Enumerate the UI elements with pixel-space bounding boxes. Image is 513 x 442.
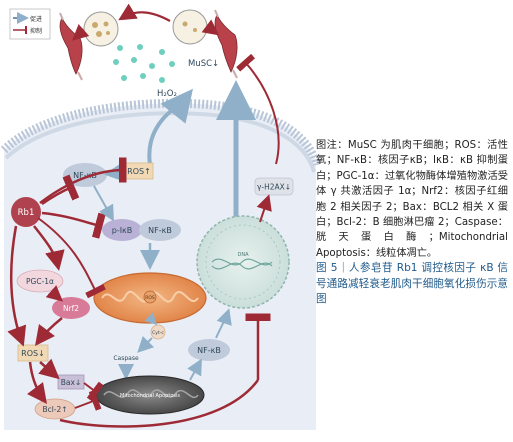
nfkb-mid-node: NF-κB xyxy=(139,219,181,241)
svg-text:NF-κB: NF-κB xyxy=(197,346,221,355)
svg-text:PGC-1α: PGC-1α xyxy=(26,277,54,286)
caspase-label: Caspase xyxy=(113,355,139,362)
cytc-node: Cyt-c xyxy=(150,324,166,340)
nfkb-nucleus-node: NF-κB xyxy=(188,339,230,361)
arrow-membrane-to-musc xyxy=(147,88,193,166)
arrow-mito-to-cytc xyxy=(144,312,158,326)
arrow-pgc-to-nrf2 xyxy=(45,285,64,302)
svg-text:ROS↓: ROS↓ xyxy=(21,349,45,358)
stem-cell-dish-left-icon xyxy=(83,11,119,47)
bax-node: Bax↓ xyxy=(57,374,85,390)
arrow-cytc-to-caspase xyxy=(137,335,155,353)
nrf2-node: Nrf2 xyxy=(52,297,90,319)
arrow-rb1-to-pgc xyxy=(33,225,65,271)
svg-text:Rb1: Rb1 xyxy=(18,208,35,218)
inhibit-rb1-to-mito xyxy=(37,217,106,299)
inhibit-rb1-to-nfkb xyxy=(41,174,80,206)
arrow-rb1-to-ros-down xyxy=(7,225,27,347)
arrow-dish-to-muscle-left xyxy=(72,24,90,41)
svg-text:Cyt-c: Cyt-c xyxy=(152,330,164,336)
h2o2-particles xyxy=(113,44,175,83)
svg-text:γ-H2AX↓: γ-H2AX↓ xyxy=(257,183,291,192)
caption-figure-title: 图 5｜人参皂苷 Rb1 调控核因子 κB 信号通路减轻衰老肌肉干细胞氧化损伤示… xyxy=(316,262,508,306)
svg-text:ROS↑: ROS↑ xyxy=(127,167,151,176)
arrow-nrf2-to-ros xyxy=(34,317,63,346)
h2o2-label: H₂O₂ xyxy=(157,89,177,99)
svg-text:NF-κB: NF-κB xyxy=(148,226,172,235)
caption-body: 图注：MuSC 为肌肉干细胞；ROS：活性氧；NF-κB：核因子κB；IκB：κ… xyxy=(316,140,508,259)
inhibit-rb1-to-pikb xyxy=(41,211,106,239)
muscle-left-icon xyxy=(59,12,83,81)
figure-caption: 图注：MuSC 为肌肉干细胞；ROS：活性氧；NF-κB：核因子κB；IκB：κ… xyxy=(316,138,508,307)
legend: 促进 抑制 xyxy=(9,8,51,40)
svg-text:Bcl-2↑: Bcl-2↑ xyxy=(42,405,67,414)
ros-up-node: ROS↑ xyxy=(124,162,154,180)
arrow-ros-to-bcl2 xyxy=(27,361,47,405)
pikb-node: p-IκB xyxy=(102,219,142,241)
svg-text:p-IκB: p-IκB xyxy=(112,226,133,235)
svg-text:Bax↓: Bax↓ xyxy=(61,378,81,387)
inhibit-long-bottom xyxy=(59,379,260,428)
arrow-dish-to-dish xyxy=(118,3,171,22)
musc-label: MuSC↓ xyxy=(188,59,219,69)
arrow-ros-to-bax xyxy=(38,358,60,380)
svg-text:Nrf2: Nrf2 xyxy=(63,304,79,313)
inhibit-bcl2-to-apoptosis xyxy=(74,389,102,411)
arrow-nfkb-to-pikb xyxy=(93,185,114,222)
stem-cell-dish-right-icon xyxy=(172,9,208,45)
h2ax-node: γ-H2AX↓ xyxy=(254,177,294,196)
svg-text:NF-κB: NF-κB xyxy=(73,171,97,180)
bcl2-node: Bcl-2↑ xyxy=(34,398,76,420)
mitochondrion-healthy-icon: ROS xyxy=(93,272,207,324)
ros-down-node: ROS↓ xyxy=(17,344,49,362)
inhibit-h2ax-to-muscle xyxy=(236,53,280,165)
arrow-dish-to-muscle-right xyxy=(201,19,220,36)
rb1-node: Rb1 xyxy=(11,197,41,227)
inhibit-rb1-to-ros xyxy=(39,157,127,204)
pgc-node: PGC-1α xyxy=(16,269,64,293)
arrow-nfkb-to-nucleus xyxy=(215,308,232,339)
legend-promote-label: 促进 xyxy=(30,15,42,23)
legend-inhibit-label: 抑制 xyxy=(30,27,42,35)
svg-text:DNA: DNA xyxy=(237,252,249,258)
arrow-apoptosis-to-nfkb xyxy=(187,358,202,381)
nucleus-icon: DNA xyxy=(196,215,290,309)
mitochondrion-apoptosis-icon: Mitochondrial Apoptosis xyxy=(95,375,205,415)
svg-text:ROS: ROS xyxy=(145,295,155,301)
arrow-nucleus-to-h2ax xyxy=(256,194,272,223)
svg-text:Mitochondrial Apoptosis: Mitochondrial Apoptosis xyxy=(120,393,180,399)
